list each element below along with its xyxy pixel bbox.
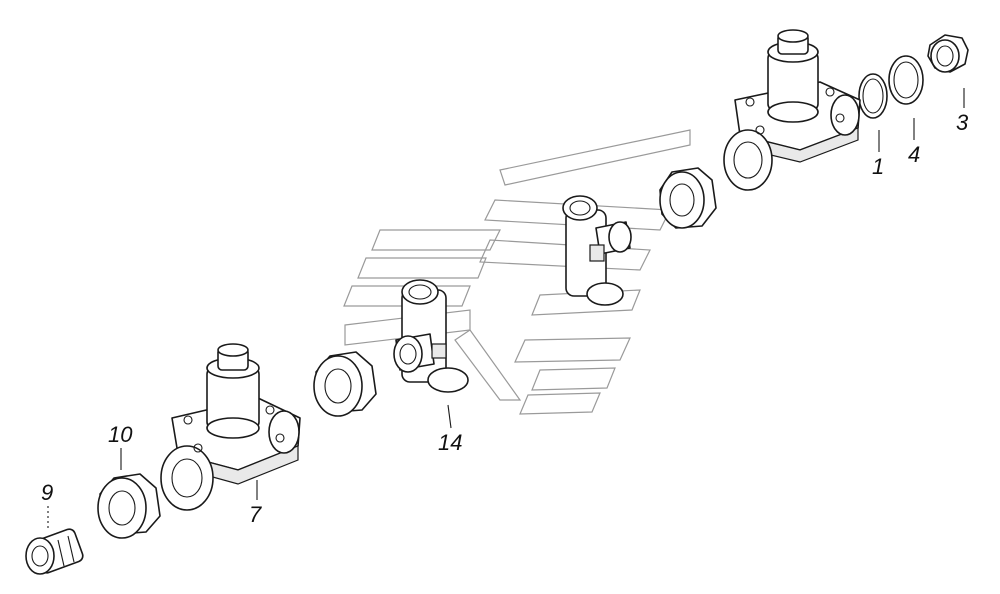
kamaz-logo-watermark: [343, 129, 691, 415]
callout-9: 9: [41, 480, 54, 505]
leader-14: [447, 404, 452, 429]
callout-7: 7: [249, 502, 262, 527]
callout-4: 4: [908, 142, 921, 167]
part-14-tee-fitting: [393, 279, 469, 393]
part-7-valve: [160, 343, 301, 511]
part-10-union-nut: [97, 473, 161, 539]
callout-3: 3: [956, 110, 969, 135]
part-4-washer: [888, 55, 924, 105]
callout-10: 10: [108, 422, 133, 447]
part-1-seal-ring: [858, 73, 888, 119]
part-3-plug-nut: [927, 34, 969, 73]
upper-union-nut: [659, 167, 717, 229]
upper-valve: [723, 29, 861, 191]
callout-14: 14: [438, 430, 463, 455]
callout-1: 1: [872, 154, 885, 179]
lower-union-nut: [313, 351, 377, 417]
part-9-nipple: [25, 528, 84, 575]
upper-tee-fitting: [562, 195, 632, 306]
